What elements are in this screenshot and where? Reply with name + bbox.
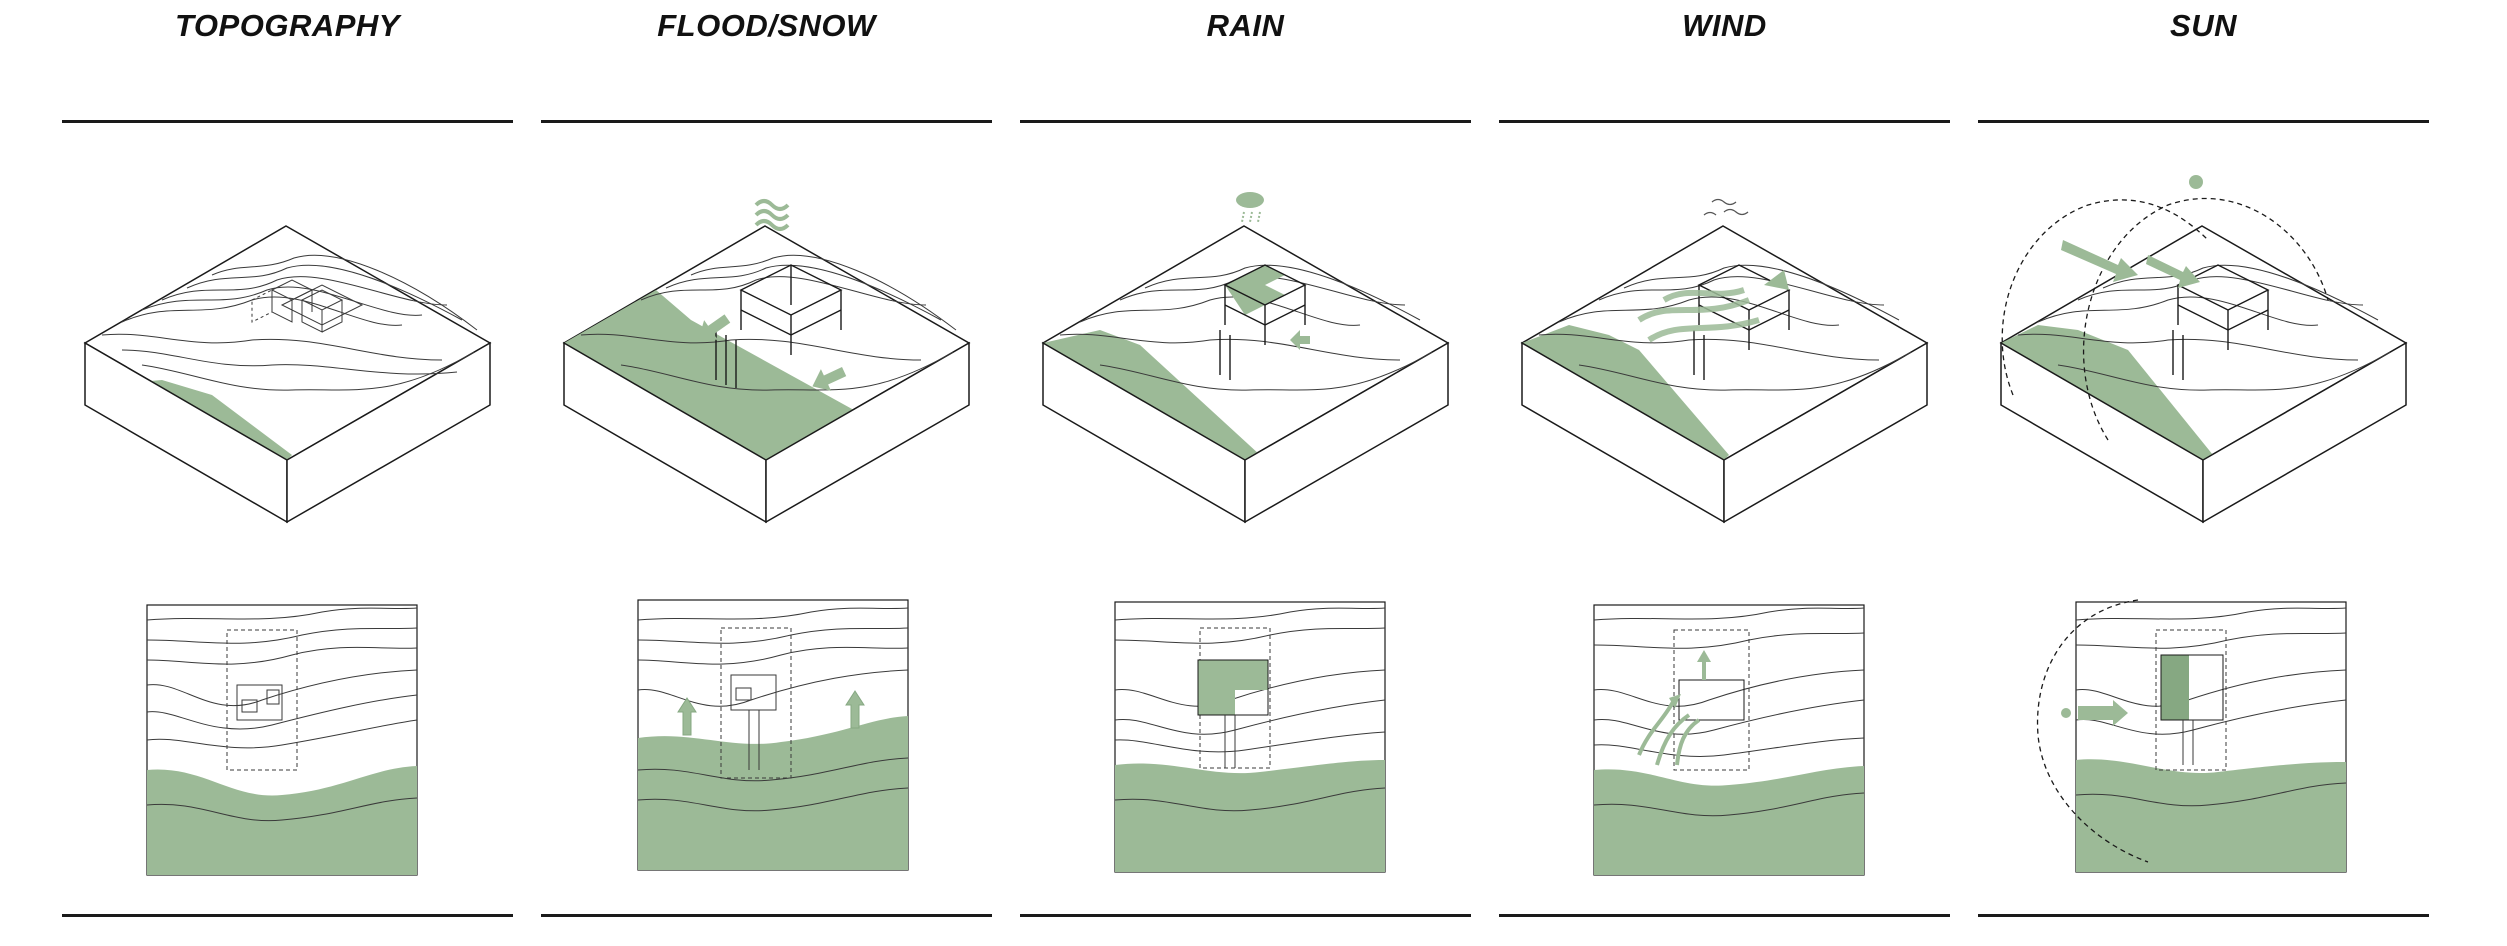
divider-bottom: [1020, 914, 1471, 917]
panel-title: SUN: [2170, 8, 2237, 43]
rain-cloud-icon: [1236, 192, 1264, 223]
terrain-plan: [1593, 604, 1865, 876]
panel-rain: RAIN: [1020, 0, 1471, 946]
divider-top: [1978, 120, 2429, 123]
panel-topography: TOPOGRAPHY: [62, 0, 513, 946]
terrain-axonometric: [1520, 225, 1929, 524]
panel-title: RAIN: [1206, 8, 1285, 43]
topography-diagrams: [83, 225, 492, 876]
sun-icon: [2189, 175, 2203, 189]
panel-flood-snow: FLOOD/SNOW: [541, 0, 992, 946]
panel-wind: WIND: [1499, 0, 1950, 946]
wind-diagrams: [1520, 198, 1929, 876]
divider-bottom: [1978, 914, 2429, 917]
terrain-plan: [146, 604, 418, 876]
panel-title: WIND: [1682, 8, 1767, 43]
divider-bottom: [541, 914, 992, 917]
terrain-axonometric: [562, 225, 971, 524]
terrain-plan: [2036, 599, 2347, 873]
terrain-axonometric: [1999, 197, 2408, 524]
panel-sun: SUN: [1978, 0, 2429, 946]
divider-top: [62, 120, 513, 123]
flood-snow-diagrams: [562, 199, 971, 871]
sun-diagrams: [1999, 175, 2408, 873]
panel-title: FLOOD/SNOW: [657, 8, 876, 43]
divider-top: [541, 120, 992, 123]
wind-symbol-icon: [1703, 198, 1749, 216]
divider-top: [1499, 120, 1950, 123]
terrain-plan: [637, 599, 909, 871]
divider-bottom: [62, 914, 513, 917]
divider-top: [1020, 120, 1471, 123]
terrain-plan: [1114, 601, 1386, 873]
rain-diagrams: [1041, 192, 1450, 873]
snow-wave-icon: [754, 199, 790, 231]
terrain-axonometric: [83, 225, 492, 524]
panel-title: TOPOGRAPHY: [175, 8, 400, 43]
divider-bottom: [1499, 914, 1950, 917]
terrain-axonometric: [1041, 225, 1450, 524]
